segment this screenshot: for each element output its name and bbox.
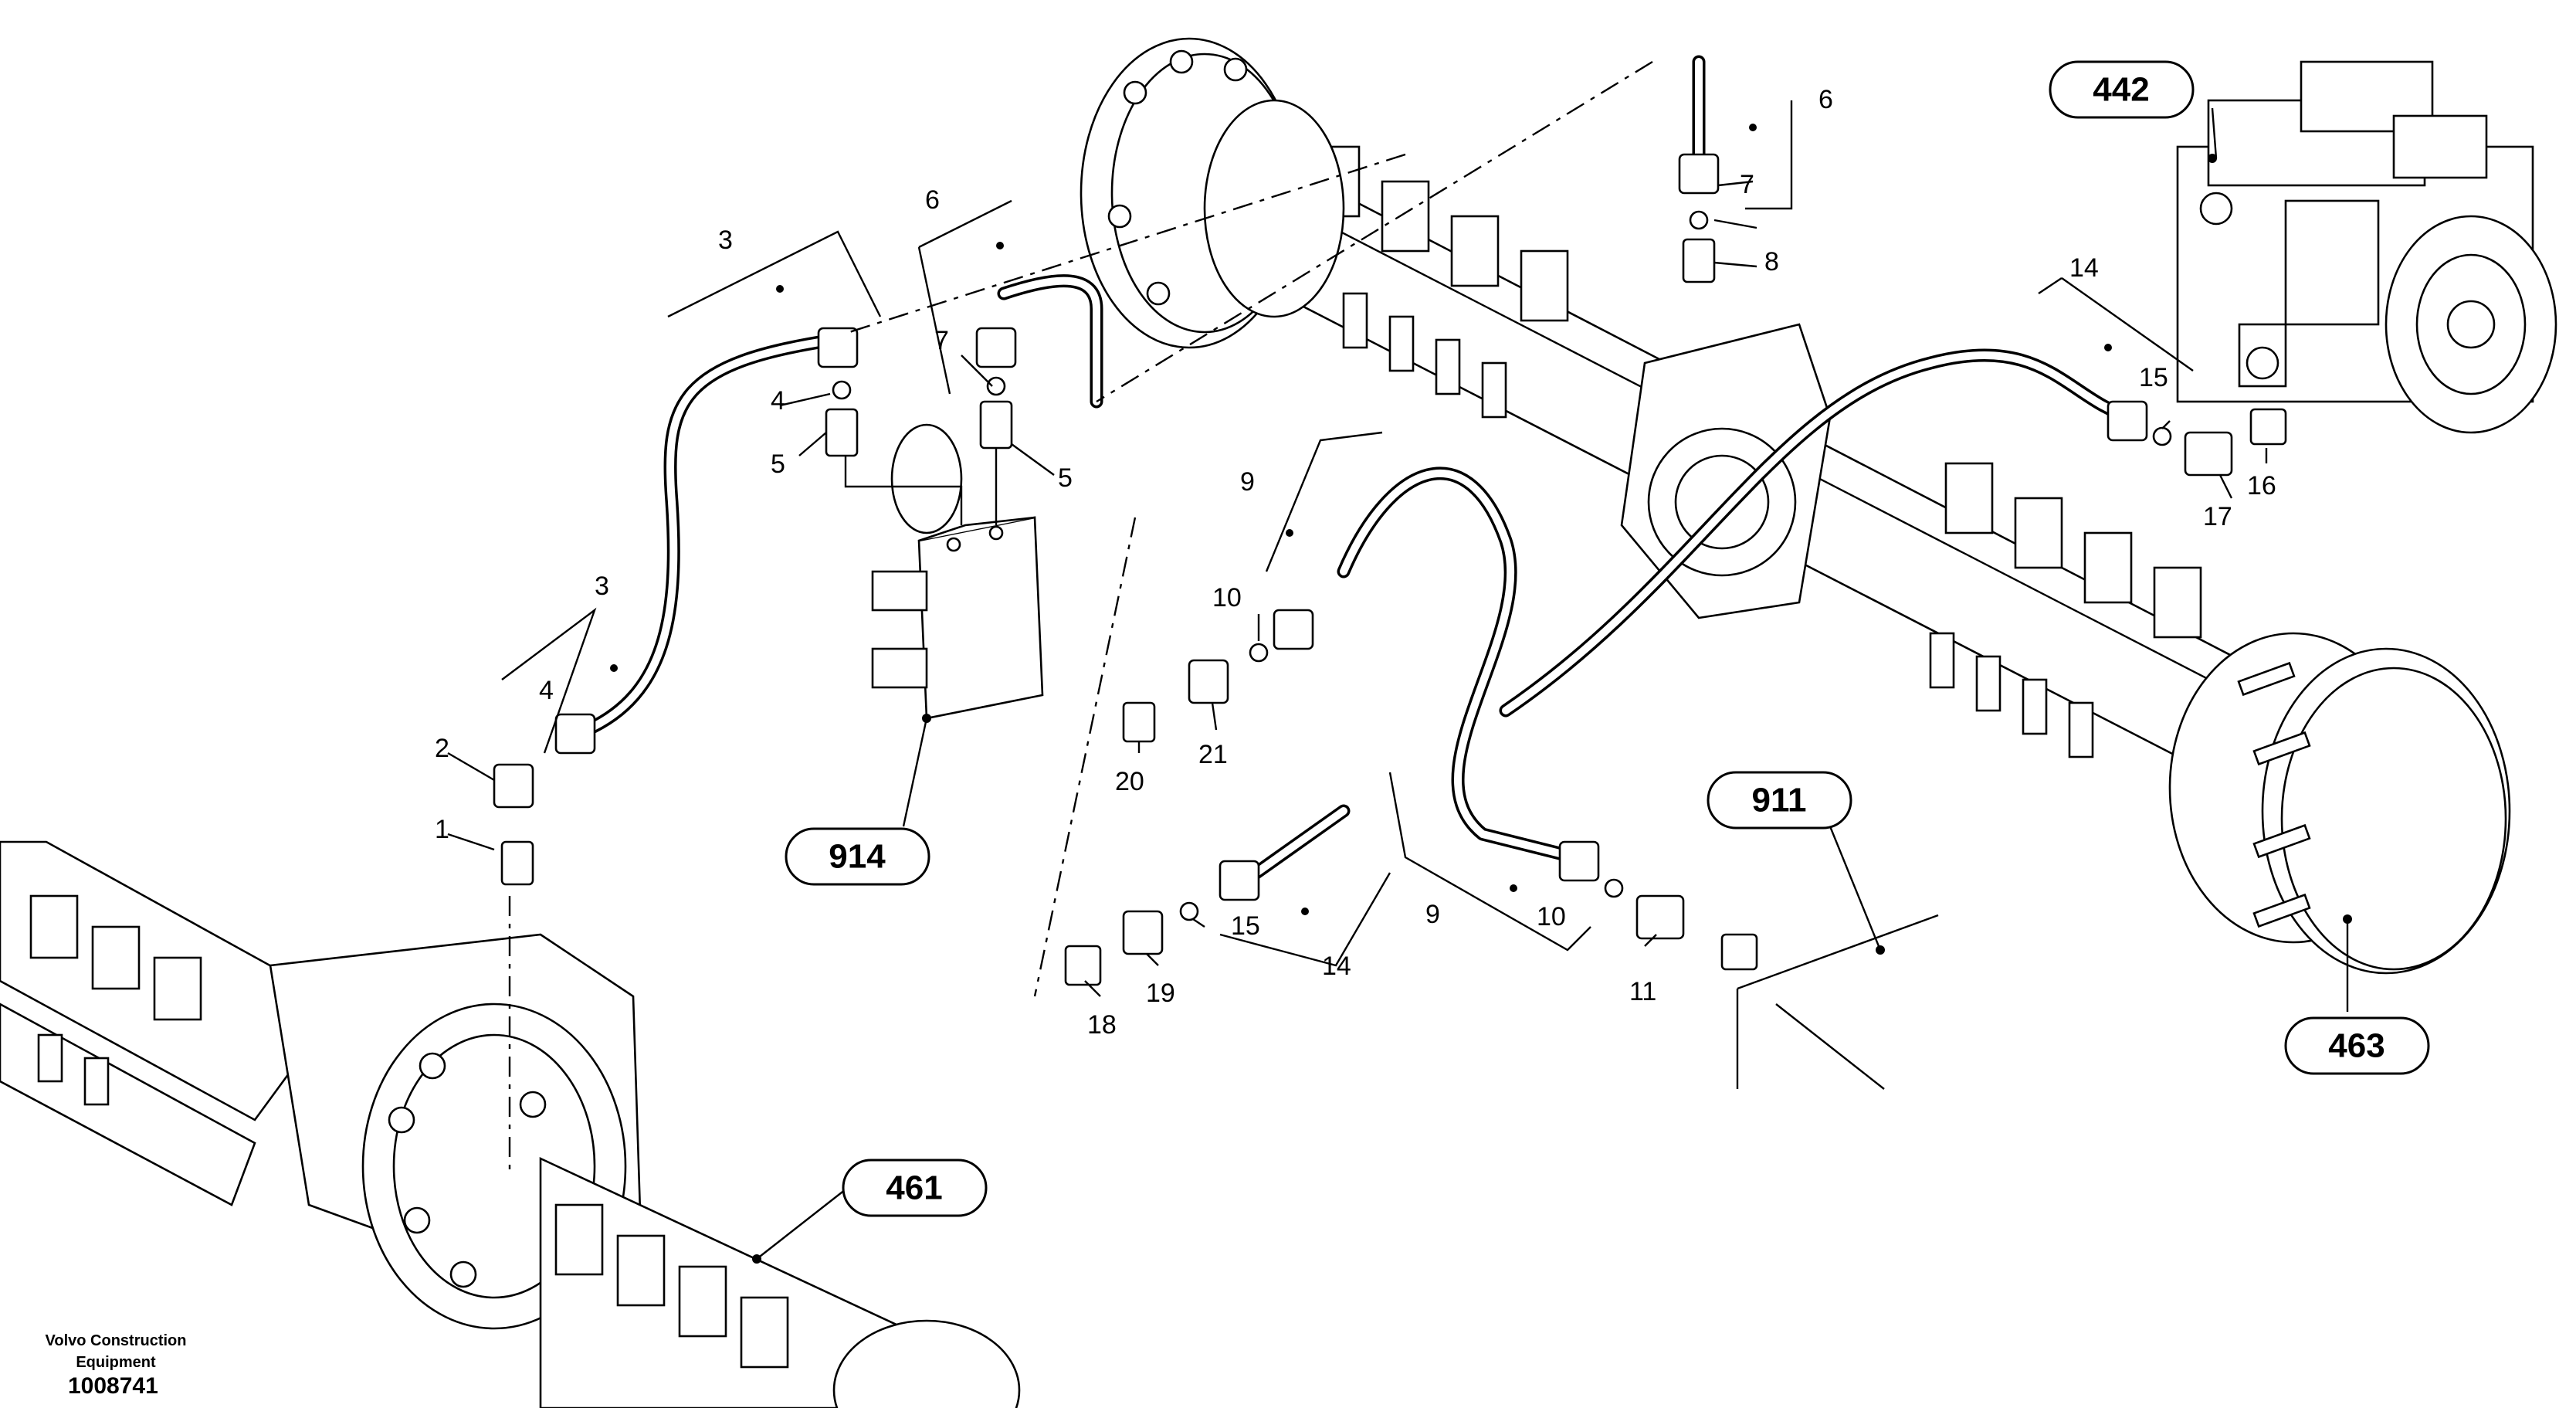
callout-18: 18 <box>1087 1010 1117 1040</box>
rear-axle-right-hub <box>2168 632 2511 975</box>
callout-10-upper: 10 <box>1212 583 1242 612</box>
fittings <box>493 153 2287 986</box>
reference-463[interactable]: 463 <box>2284 1016 2430 1075</box>
hoses <box>580 55 2138 884</box>
svg-text:911: 911 <box>1752 782 1807 819</box>
reference-911[interactable]: 911 <box>1707 771 1852 830</box>
callout-21: 21 <box>1198 740 1228 769</box>
footer-drawing-number: 1008741 <box>68 1373 158 1399</box>
callout-5-right: 5 <box>1058 463 1073 493</box>
reference-boxes: 442 911 914 463 461 <box>785 60 2430 1217</box>
front-axle-fins-right <box>554 1203 789 1369</box>
callout-15-bottom: 15 <box>1231 911 1260 941</box>
leader-lines <box>447 60 2349 1260</box>
callout-7-left: 7 <box>934 326 949 355</box>
axle-fins-lower <box>1342 292 2094 758</box>
callout-10-lower: 10 <box>1537 902 1566 931</box>
callout-15-top: 15 <box>2139 363 2168 392</box>
reference-914[interactable]: 914 <box>785 827 930 886</box>
reference-442[interactable]: 442 <box>2049 60 2195 119</box>
callout-9-upper: 9 <box>1240 467 1255 497</box>
front-axle <box>0 840 1021 1408</box>
callout-7-right: 7 <box>1740 170 1754 199</box>
svg-text:914: 914 <box>829 838 886 876</box>
svg-text:442: 442 <box>2093 71 2149 109</box>
footer-company: Volvo Construction Equipment <box>45 1332 187 1371</box>
callout-14-bottom: 14 <box>1322 952 1351 981</box>
callout-14-top: 14 <box>2069 253 2099 283</box>
callout-6-left: 6 <box>925 185 940 215</box>
callout-5-left: 5 <box>771 450 785 479</box>
front-axle-fins <box>29 894 202 1106</box>
svg-text:463: 463 <box>2328 1027 2384 1065</box>
leader-dots <box>610 124 2352 1264</box>
rear-axle-left-hub <box>1080 37 1345 349</box>
callout-11: 11 <box>1629 977 1656 1006</box>
callout-3-top: 3 <box>718 226 733 255</box>
callout-8: 8 <box>1764 247 1779 277</box>
reference-461[interactable]: 461 <box>842 1159 988 1217</box>
callout-17: 17 <box>2203 502 2232 531</box>
callout-19: 19 <box>1146 979 1175 1008</box>
callout-20: 20 <box>1115 767 1144 796</box>
callout-4-lower: 4 <box>539 676 554 705</box>
callout-3-lower: 3 <box>595 572 609 601</box>
callout-9-lower: 9 <box>1425 900 1440 929</box>
axle-fins-upper <box>1311 145 2202 639</box>
callout-numbers: 1 2 3 3 4 4 5 5 6 6 7 7 8 9 9 10 10 11 1… <box>435 85 2276 1040</box>
pump-assembly <box>2176 60 2557 434</box>
callout-16: 16 <box>2247 471 2276 500</box>
callout-6-right: 6 <box>1818 85 1833 114</box>
callout-4-upper: 4 <box>771 386 785 416</box>
callout-2: 2 <box>435 734 449 763</box>
callout-1: 1 <box>435 815 449 844</box>
rear-axle <box>1080 37 2511 975</box>
valve-block <box>871 423 1044 720</box>
svg-text:461: 461 <box>886 1169 942 1207</box>
